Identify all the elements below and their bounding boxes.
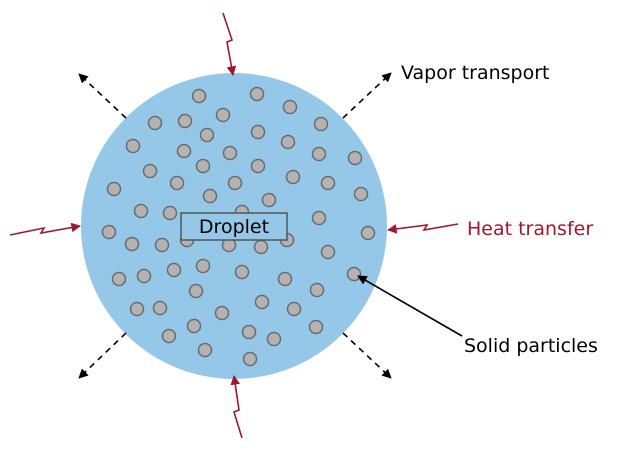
solid-particle [124,236,140,252]
solid-particle [227,175,243,191]
solid-particle [313,116,329,132]
solid-particle [106,181,122,197]
heat-arrow-top [222,12,237,76]
solid-particle [111,271,127,287]
solid-particle [197,342,213,358]
solid-particle [253,239,269,255]
solid-particle [125,138,141,154]
solid-particle [347,150,363,166]
heat-arrow-bottom [230,375,243,439]
solid-particle [202,188,218,204]
solid-particle [215,107,231,123]
solid-particle [186,318,202,334]
solid-particle [360,225,376,241]
droplet-label-box [180,212,288,241]
solid-particle [250,158,266,174]
solid-particle [311,210,327,226]
heat-transfer-label: Heat transfer [467,218,593,240]
solid-particle [166,262,182,278]
solid-particle [285,169,301,185]
solid-particle [282,99,298,115]
solid-particle [214,305,230,321]
solid-particle [277,271,293,287]
solid-particle [261,192,277,208]
solid-particle [195,258,211,274]
solid-particle [177,113,193,129]
solid-particle [142,163,158,179]
vapor-arrow-top-right [342,72,392,119]
solid-particle [101,224,117,240]
solid-particle [254,294,270,310]
vapor-arrow-top-left [78,73,127,119]
solid-particle [353,186,369,202]
solid-particle [346,266,362,282]
droplet-label: Droplet [199,216,269,238]
solid-particle [176,143,192,159]
solid-particle [133,203,149,219]
solid-particle [161,328,177,344]
heat-arrow-left [9,222,81,236]
solid-particle [234,264,250,280]
solid-particle [286,301,302,317]
solid-particle [195,158,211,174]
solid-particle [242,351,258,367]
solid-particle [136,268,152,284]
particles-pointer-arrow [357,275,463,337]
solid-particle [188,283,204,299]
solid-particle [241,324,257,340]
solid-particle [309,282,325,298]
solid-particle [154,237,170,253]
solid-particle [191,88,207,104]
solid-particle [222,145,238,161]
solid-particle [320,244,336,260]
solid-particles-label: Solid particles [464,335,598,357]
solid-particle [199,127,215,143]
vapor-arrow-bottom-right [342,332,392,379]
solid-particle [162,205,178,221]
vapor-arrow-bottom-left [78,332,127,379]
heat-arrow-right [387,223,459,234]
solid-particle [280,134,296,150]
solid-particles-group [101,86,376,367]
solid-particle [320,175,336,191]
solid-particle [250,124,266,140]
solid-particle [308,319,324,335]
vapor-transport-label: Vapor transport [401,62,550,84]
solid-particle [266,331,282,347]
solid-particle [311,146,327,162]
solid-particle [152,300,168,316]
solid-particle [249,86,265,102]
solid-particle [169,175,185,191]
solid-particle [147,115,163,131]
solid-particle [129,301,145,317]
